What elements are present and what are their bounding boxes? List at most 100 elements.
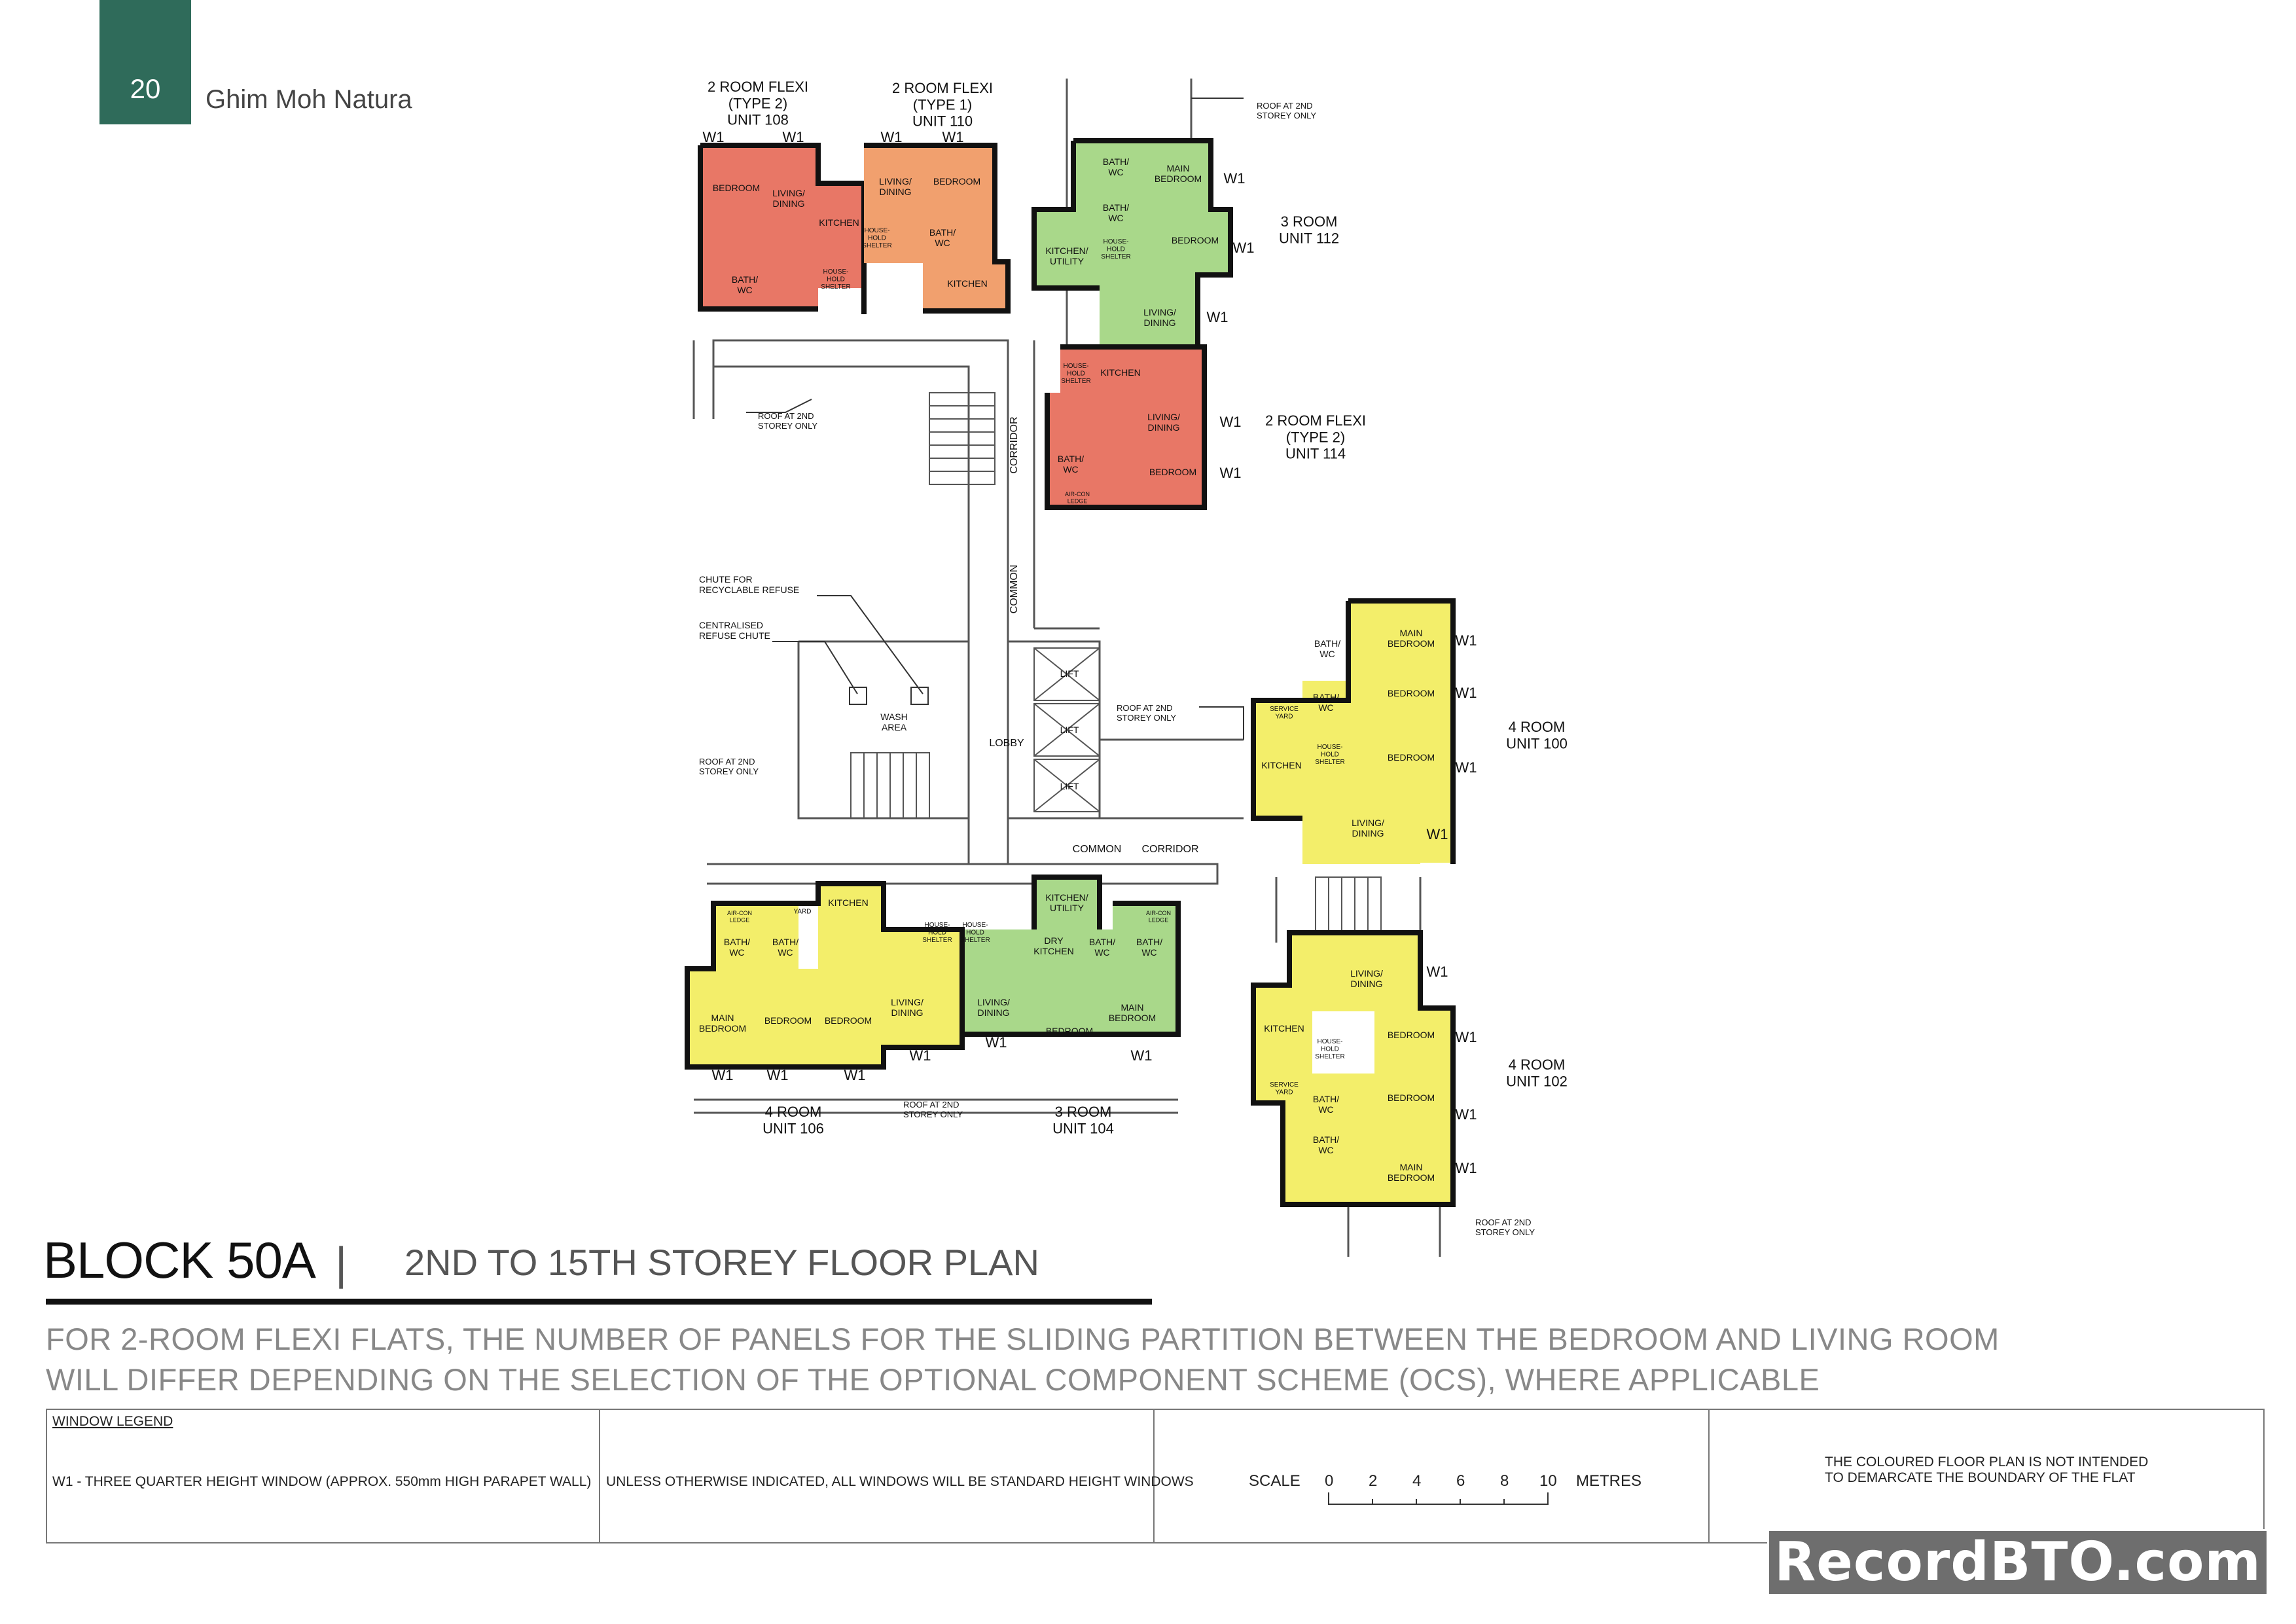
- window-w1-tag: W1: [1456, 685, 1477, 701]
- corridor-vertical-label: CORRIDOR: [1009, 416, 1020, 473]
- floor-plan-diagram: 2 ROOM FLEXI(TYPE 2)UNIT 108 2 ROOM FLEXI…: [685, 79, 1568, 1257]
- window-w1-tag: W1: [942, 129, 964, 145]
- annotation-leader-line: [746, 399, 812, 413]
- room-bath-wc: BATH/WC: [1058, 454, 1084, 475]
- window-w1-tag: W1: [1207, 309, 1229, 325]
- room-bedroom: BEDROOM: [1046, 1026, 1093, 1036]
- window-w1-tag: W1: [1233, 240, 1255, 256]
- scale-tick-0: 0: [1325, 1472, 1334, 1490]
- window-w1-tag: W1: [1456, 1160, 1477, 1176]
- unit-104-plan: [960, 875, 1181, 1037]
- room-bedroom: BEDROOM: [1388, 688, 1435, 698]
- plan-labels: 2 ROOM FLEXI(TYPE 2)UNIT 108 2 ROOM FLEXI…: [699, 79, 1568, 1237]
- room-kitchen: KITCHEN: [1261, 760, 1301, 770]
- room-bath-wc: BATH/WC: [1313, 1134, 1339, 1155]
- legend-divider: [1153, 1409, 1155, 1543]
- window-w1-tag: W1: [1427, 826, 1448, 842]
- window-w1-tag: W1: [844, 1067, 866, 1083]
- unit-108-plan: [698, 143, 867, 314]
- room-bath-wc: BATH/WC: [1313, 1094, 1339, 1115]
- lift-shafts: [1033, 647, 1100, 812]
- title-separator: |: [335, 1238, 348, 1289]
- room-living-dining: LIVING/DINING: [891, 997, 924, 1018]
- window-w1-tag: W1: [1456, 759, 1477, 776]
- room-bath-wc: BATH/WC: [1103, 202, 1129, 223]
- room-kitchen: KITCHEN: [947, 278, 987, 289]
- window-w1-tag: W1: [703, 129, 725, 145]
- annotation-leader-line: [1199, 706, 1244, 740]
- scale-tick-2: 2: [1369, 1472, 1378, 1490]
- room-kitchen-utility: KITCHEN/UTILITY: [1045, 892, 1088, 913]
- watermark: RecordBTO.com: [1767, 1529, 2269, 1596]
- room-bath-wc: BATH/WC: [1089, 937, 1115, 958]
- unit-112-plan: [1031, 138, 1233, 353]
- room-bedroom: BEDROOM: [1172, 235, 1219, 245]
- legend-heading: WINDOW LEGEND: [52, 1414, 173, 1429]
- unit-110-plan: [864, 143, 1011, 314]
- room-bedroom: BEDROOM: [1388, 752, 1435, 763]
- room-living-dining: LIVING/DINING: [1350, 968, 1383, 989]
- scale-bar: [1328, 1492, 1549, 1505]
- room-living-dining: LIVING/DINING: [1352, 818, 1384, 839]
- unit-108-label: 2 ROOM FLEXI(TYPE 2)UNIT 108: [708, 79, 808, 128]
- legend-w1: W1 - THREE QUARTER HEIGHT WINDOW (APPROX…: [52, 1474, 592, 1489]
- lift-label: LIFT: [1060, 725, 1079, 735]
- corridor-label: CORRIDOR: [1141, 844, 1198, 855]
- window-w1-tag: W1: [767, 1067, 789, 1083]
- unit-114-label: 2 ROOM FLEXI(TYPE 2)UNIT 114: [1265, 412, 1366, 462]
- room-bath-wc: BATH/WC: [929, 227, 956, 248]
- scale-unit: METRES: [1576, 1472, 1642, 1490]
- window-w1-tag: W1: [1220, 414, 1242, 430]
- scale-tick-6: 6: [1456, 1472, 1465, 1490]
- room-bath-wc: BATH/WC: [772, 937, 798, 958]
- room-living-dining: LIVING/DINING: [977, 997, 1010, 1018]
- note-line-2: WILL DIFFER DEPENDING ON THE SELECTION O…: [46, 1362, 1820, 1397]
- window-w1-tag: W1: [783, 129, 804, 145]
- scale-tick-10: 10: [1539, 1472, 1557, 1490]
- scale-tick-4: 4: [1412, 1472, 1422, 1490]
- unit-110-label: 2 ROOM FLEXI(TYPE 1)UNIT 110: [892, 80, 993, 130]
- lift-label: LIFT: [1060, 781, 1079, 791]
- window-w1-tag: W1: [910, 1047, 931, 1064]
- refuse-chute-marker: [910, 687, 929, 705]
- common-label: COMMON: [1073, 844, 1122, 855]
- page-number: 20: [130, 73, 161, 104]
- room-bedroom: BEDROOM: [1388, 1092, 1435, 1103]
- refuse-chute-marker: [849, 687, 867, 705]
- room-kitchen: KITCHEN: [1100, 367, 1140, 378]
- unit-106-plan: [685, 881, 965, 1070]
- lobby-label: LOBBY: [989, 738, 1024, 749]
- lift-label: LIFT: [1060, 668, 1079, 679]
- room-bath-wc: BATH/WC: [1136, 937, 1162, 958]
- window-w1-tag: W1: [1427, 964, 1448, 980]
- legend-standard-windows: UNLESS OTHERWISE INDICATED, ALL WINDOWS …: [606, 1474, 1194, 1489]
- window-w1-tag: W1: [1224, 170, 1246, 187]
- room-bedroom: BEDROOM: [713, 183, 760, 193]
- disclaimer-line-2: TO DEMARCATE THE BOUNDARY OF THE FLAT: [1825, 1470, 2136, 1485]
- window-w1-tag: W1: [1456, 1029, 1477, 1045]
- room-kitchen: KITCHEN: [819, 217, 859, 228]
